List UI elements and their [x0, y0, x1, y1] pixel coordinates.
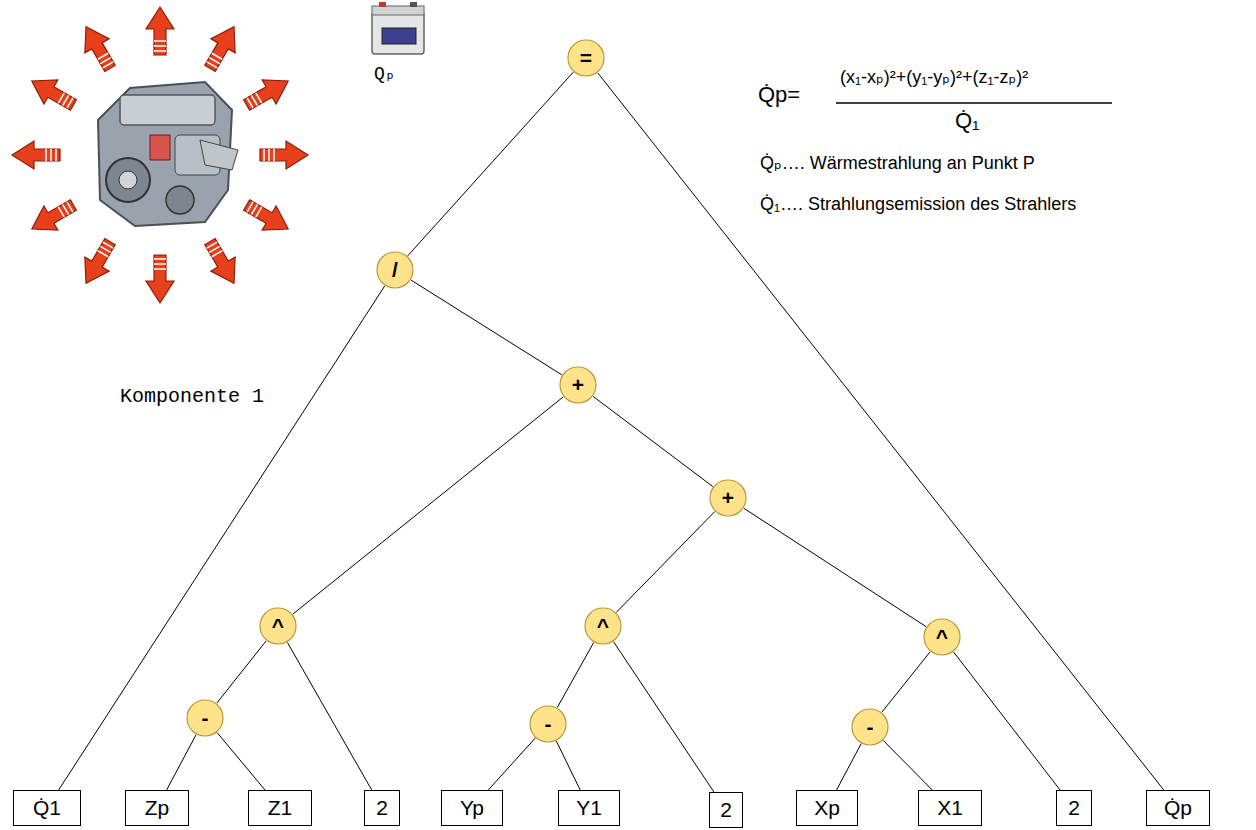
operator-circle: ^: [584, 607, 622, 645]
tree-edge: [954, 652, 1060, 790]
tree-edge: [557, 643, 593, 708]
formula-lhs: Q̇p=: [758, 82, 800, 108]
operator-circle: +: [559, 366, 597, 404]
tree-edge: [217, 733, 265, 790]
operand-box: Y1: [558, 790, 620, 826]
tree-edge: [837, 744, 862, 790]
operand-label: 2: [376, 796, 388, 820]
operand-box: X1: [918, 790, 982, 826]
tree-edge: [883, 741, 932, 790]
operand-box: Q̇1: [13, 790, 81, 826]
formula-numerator: (x₁-xₚ)²+(y₁-yₚ)²+(z₁-zₚ)²: [840, 66, 1028, 88]
tree-edge: [593, 396, 713, 486]
operator-symbol: ^: [936, 625, 948, 649]
tree-edge: [616, 512, 714, 613]
operator-circle: ^: [923, 618, 961, 656]
operator-symbol: =: [580, 46, 592, 70]
operand-box: 2: [364, 790, 400, 826]
tree-edge: [167, 735, 196, 790]
operand-label: Y1: [576, 796, 602, 820]
component-label: Qₚ: [374, 62, 396, 84]
operator-circle: -: [529, 705, 567, 743]
fraction-bar: [836, 102, 1112, 104]
tree-edge: [556, 741, 580, 790]
operand-label: Q̇1: [33, 796, 61, 820]
engine-illustration: [98, 82, 238, 226]
operator-symbol: +: [722, 486, 734, 510]
operand-label: X1: [937, 796, 963, 820]
tree-edge: [882, 652, 930, 712]
operand-label: 2: [1068, 796, 1080, 820]
tree-edge: [217, 641, 266, 703]
symbol-definition: Q̇ₚ…. Wärmestrahlung an Punkt P: [760, 152, 1035, 174]
operand-box: 2: [1056, 790, 1092, 826]
radiation-arrows: [12, 7, 308, 303]
battery-icon: [372, 2, 424, 54]
operator-circle: ^: [259, 607, 297, 645]
operator-symbol: -: [867, 715, 874, 739]
operator-symbol: /: [392, 258, 398, 282]
tree-edge: [293, 397, 563, 614]
operand-label: Zp: [145, 796, 170, 820]
operator-symbol: -: [545, 712, 552, 736]
tree-edge: [598, 73, 1164, 790]
operator-symbol: -: [202, 706, 209, 730]
operand-label: 2: [720, 798, 732, 822]
operand-label: Yp: [460, 796, 484, 820]
operand-label: Q̇p: [1164, 796, 1192, 820]
component-label: Komponente 1: [120, 385, 264, 408]
operand-box: Xp: [796, 790, 858, 826]
formula-denominator: Q̇₁: [955, 108, 980, 134]
operand-box: Q̇p: [1146, 790, 1210, 826]
operator-circle: =: [567, 39, 605, 77]
tree-edge: [408, 72, 574, 256]
tree-edge: [488, 738, 535, 790]
tree-edge: [287, 642, 371, 790]
operand-box: Z1: [248, 790, 312, 826]
tree-edge: [744, 508, 926, 626]
operand-box: Yp: [441, 790, 503, 826]
symbol-definition: Q̇₁…. Strahlungsemission des Strahlers: [760, 194, 1076, 215]
operator-circle: /: [376, 251, 414, 289]
operator-circle: +: [709, 479, 747, 517]
operand-label: Xp: [814, 796, 840, 820]
tree-edge: [59, 286, 385, 790]
operator-circle: -: [851, 708, 889, 746]
operator-symbol: ^: [597, 614, 609, 638]
operand-box: 2: [709, 792, 743, 828]
operator-symbol: +: [572, 373, 584, 397]
tree-edge: [411, 280, 562, 375]
operator-symbol: ^: [272, 614, 284, 638]
operator-circle: -: [186, 699, 224, 737]
operand-label: Z1: [268, 796, 293, 820]
tree-edge: [614, 642, 714, 792]
operand-box: Zp: [125, 790, 189, 826]
